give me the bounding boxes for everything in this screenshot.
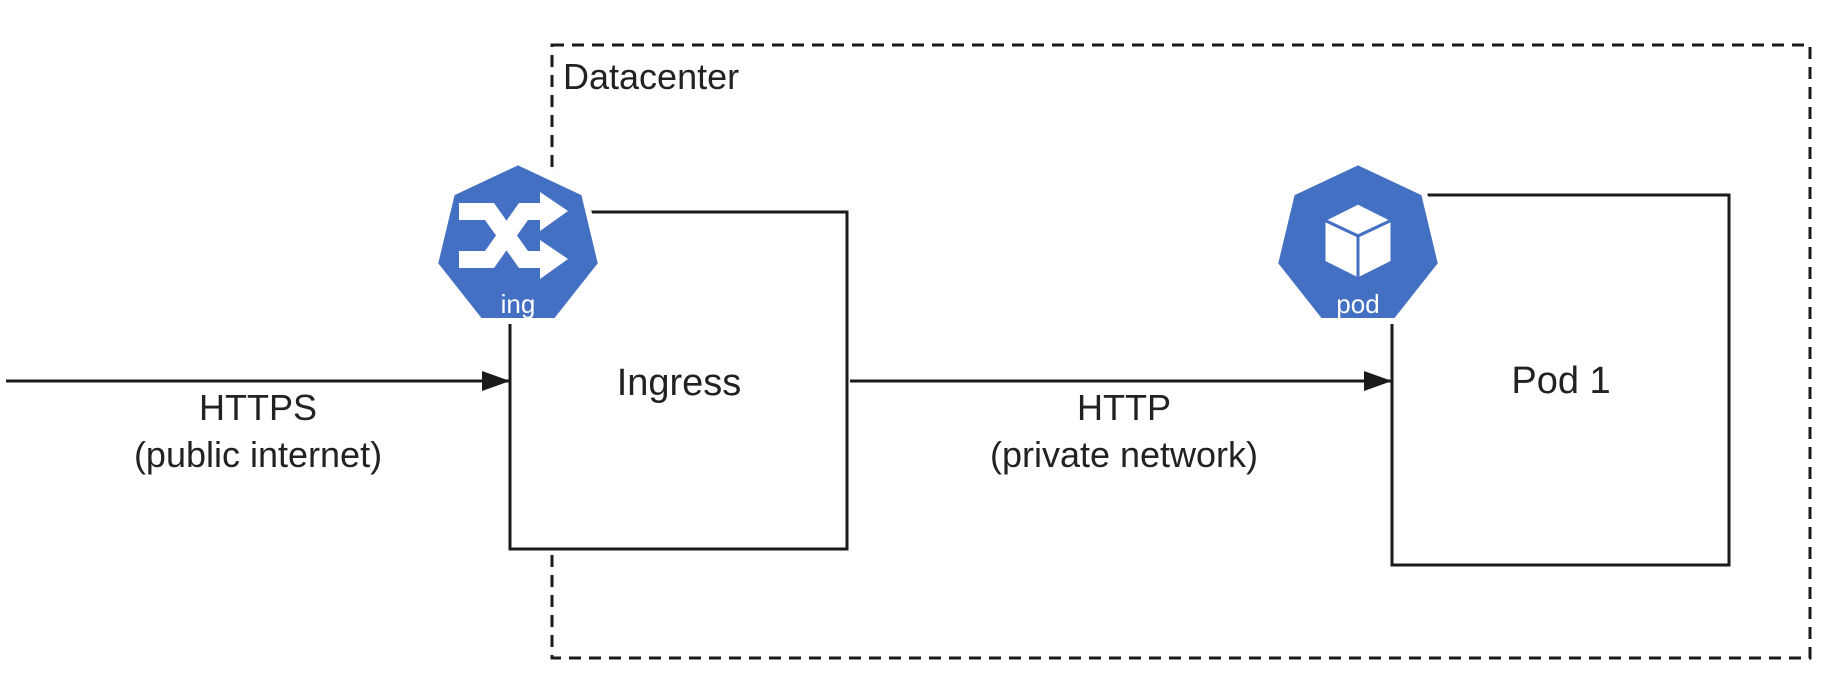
https-network: (public internet)	[133, 434, 383, 475]
datacenter-label: Datacenter	[563, 56, 740, 97]
pod-icon-text: pod	[1336, 289, 1380, 319]
http-edge-label: HTTP (private network)	[990, 384, 1258, 478]
datacenter-boundary	[550, 43, 1812, 660]
http-network: (private network)	[989, 434, 1259, 475]
https-edge-label: HTTPS (public internet)	[134, 384, 382, 478]
ingress-icon-text: ing	[500, 289, 536, 319]
ingress-icon	[432, 159, 604, 324]
pod-icon	[1272, 159, 1444, 324]
https-protocol: HTTPS	[198, 387, 317, 428]
pod-box[interactable]	[1390, 193, 1731, 567]
pod-label: Pod 1	[1511, 360, 1611, 402]
ingress-label: Ingress	[616, 362, 742, 404]
http-protocol: HTTP	[1077, 387, 1171, 428]
